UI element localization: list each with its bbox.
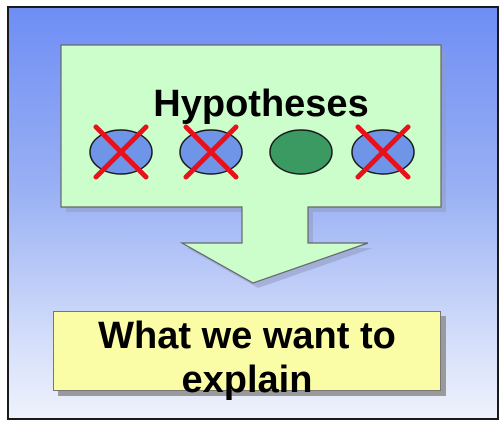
explanandum-box: What we want to explain [53, 311, 441, 401]
hypotheses-title: Hypotheses [153, 83, 369, 125]
hypotheses-panel [60, 44, 442, 284]
cross-out-icon [355, 124, 411, 180]
cross-out-icon [93, 124, 149, 180]
hypotheses-group [89, 124, 415, 180]
explanandum-label: What we want to explain [98, 315, 396, 401]
cross-out-icon [183, 124, 239, 180]
hypothesis-3-ellipse [269, 129, 333, 175]
